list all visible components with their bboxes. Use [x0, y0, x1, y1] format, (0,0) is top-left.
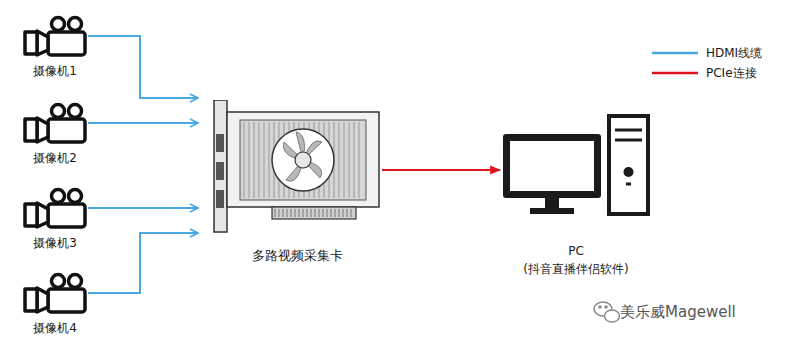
legend-text: PCIe连接 [706, 65, 757, 81]
hdmi-cable [88, 233, 198, 293]
camera-icon [22, 15, 88, 57]
watermark: 美乐威Magewell [620, 302, 736, 322]
capture-card-illustration [212, 100, 382, 235]
camera-node: 摄像机3 [22, 187, 88, 252]
camera-icon [22, 187, 88, 229]
computer-node: PC(抖音直播伴侣软件) [500, 112, 652, 278]
hdmi-cable [88, 207, 198, 209]
node-sublabel: (抖音直播伴侣软件) [523, 260, 628, 278]
camera-icon [22, 102, 88, 144]
legend-line-pcie [652, 72, 698, 75]
hdmi-cable [88, 36, 198, 98]
camera-node: 摄像机1 [22, 15, 88, 80]
camera-node: 摄像机4 [22, 272, 88, 337]
capture-card-node: 多路视频采集卡 [198, 100, 382, 265]
node-label: 摄像机2 [33, 149, 77, 167]
camera-icon [22, 272, 88, 314]
computer-illustration [500, 112, 652, 218]
legend-text: HDMI线缆 [706, 45, 762, 61]
legend-line-hdmi [652, 52, 698, 55]
pcie-link [382, 169, 500, 171]
camera-node: 摄像机2 [22, 102, 88, 167]
node-label: 多路视频采集卡 [252, 247, 343, 265]
wechat-icon [594, 302, 620, 322]
node-label: 摄像机1 [33, 62, 77, 80]
node-label: 摄像机3 [33, 234, 77, 252]
hdmi-cable [88, 122, 198, 124]
node-label: PC [568, 242, 584, 260]
node-label: 摄像机4 [33, 319, 77, 337]
